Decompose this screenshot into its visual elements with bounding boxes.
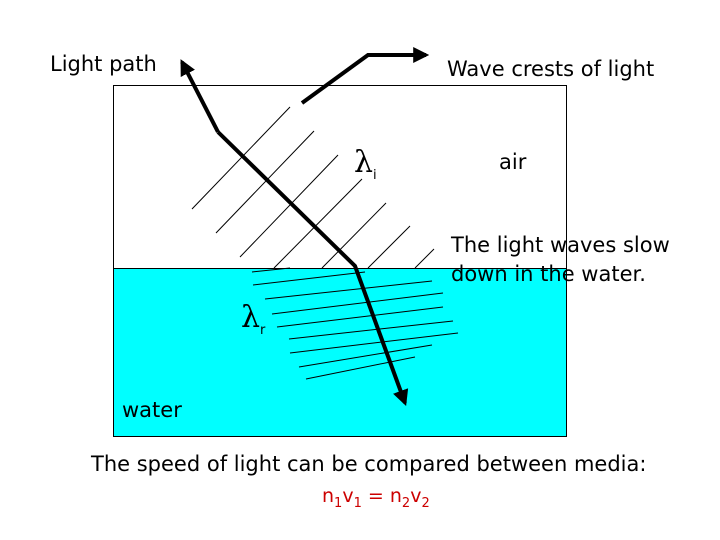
medium-box bbox=[113, 85, 567, 437]
water-label: water bbox=[122, 398, 182, 422]
comparison-text: The speed of light can be compared betwe… bbox=[91, 452, 647, 476]
wavelength-incident-label: λi bbox=[354, 145, 377, 183]
wave-crests-pointer bbox=[300, 47, 430, 105]
wave-crests-label: Wave crests of light bbox=[447, 57, 655, 81]
slow-note-line1: The light waves slow bbox=[451, 233, 670, 257]
snell-equation: n1v1 = n2v2 bbox=[322, 485, 430, 511]
refracted-wave-crests bbox=[251, 267, 459, 380]
slow-note-line2: down in the water. bbox=[451, 262, 646, 286]
incident-wave-crests bbox=[191, 106, 435, 269]
air-label: air bbox=[499, 150, 527, 174]
light-path-label: Light path bbox=[50, 52, 157, 76]
light-path-ray bbox=[180, 59, 409, 407]
wavelength-refracted-label: λr bbox=[241, 300, 266, 338]
water-region bbox=[114, 268, 566, 436]
